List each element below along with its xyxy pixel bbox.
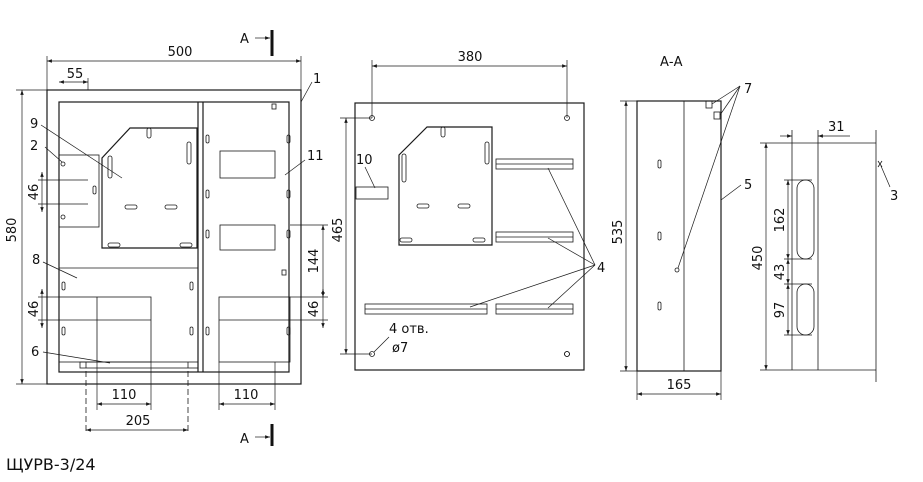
dim-162: 162 <box>773 208 788 233</box>
rear-view: 380 465 10 4 4 отв. ø7 <box>331 50 605 371</box>
dim-144: 144 <box>307 249 322 274</box>
callout-11: 11 <box>307 149 324 164</box>
callout-7: 7 <box>744 82 752 97</box>
dim-110-b: 110 <box>234 388 259 403</box>
inner-frame <box>58 101 290 373</box>
dim-110-a: 110 <box>112 388 137 403</box>
section-marker-top: А <box>240 32 249 47</box>
dim-205: 205 <box>126 414 151 429</box>
section-marker-bottom: А <box>240 432 249 447</box>
front-view: 500 55 580 46 46 110 205 110 <box>5 30 328 447</box>
mount-holes <box>60 103 291 336</box>
callout-2: 2 <box>30 139 38 154</box>
callout-8: 8 <box>32 253 40 268</box>
dim-46-c: 46 <box>307 301 322 318</box>
callout-9: 9 <box>30 117 38 132</box>
dim-43: 43 <box>773 264 788 281</box>
dim-46-a: 46 <box>27 184 42 201</box>
dim-500: 500 <box>168 45 193 60</box>
breaker-cutout-left <box>58 296 152 363</box>
dim-380: 380 <box>458 50 483 65</box>
callout-1: 1 <box>313 72 321 87</box>
window-top <box>219 150 276 179</box>
model-title: ЩУРВ-3/24 <box>6 455 96 474</box>
bracket-10 <box>355 186 389 200</box>
dim-450: 450 <box>751 246 766 271</box>
section-a-a: А-А 535 165 7 5 <box>611 55 752 400</box>
slot-lower <box>796 283 815 336</box>
rear-meter-plate <box>398 126 493 246</box>
section-title: А-А <box>660 55 683 70</box>
callout-5: 5 <box>744 178 752 193</box>
dim-46-b: 46 <box>27 301 42 318</box>
rear-panel <box>354 102 585 371</box>
callout-10: 10 <box>356 153 373 168</box>
callout-3: 3 <box>890 189 898 204</box>
window-middle <box>219 224 276 251</box>
din-rail <box>79 361 199 369</box>
dim-165: 165 <box>667 378 692 393</box>
meter-plate <box>101 127 198 249</box>
breaker-cutout-right <box>218 296 291 363</box>
dim-97: 97 <box>773 302 788 319</box>
din-rails <box>364 158 574 315</box>
outer-frame <box>46 89 302 385</box>
section-body <box>636 100 722 372</box>
callout-6: 6 <box>31 345 39 360</box>
small-panel <box>58 154 100 228</box>
dim-31: 31 <box>828 120 845 135</box>
holes-note: 4 отв. <box>389 322 429 337</box>
dim-55: 55 <box>67 67 84 82</box>
slot-upper <box>796 179 815 260</box>
holes-diameter: ø7 <box>392 341 408 356</box>
dim-465: 465 <box>331 218 346 243</box>
dim-535: 535 <box>611 220 626 245</box>
dim-580: 580 <box>5 218 20 243</box>
callout-4: 4 <box>597 261 605 276</box>
slot-detail: 31 450 162 43 97 3 <box>751 120 898 382</box>
